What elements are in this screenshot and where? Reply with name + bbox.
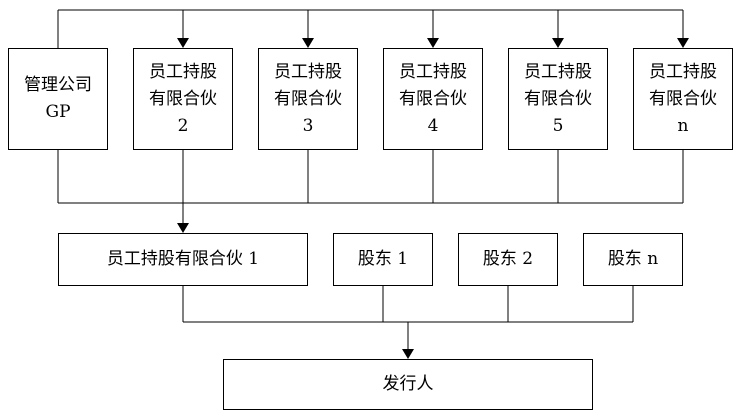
- esop-3-line3: 3: [302, 115, 314, 136]
- esop-3-line2: 有限合伙: [274, 88, 342, 109]
- esop-5-line1: 员工持股: [524, 61, 592, 82]
- esop-n-box: 员工持股 有限合伙 n: [633, 48, 733, 150]
- gp-line1: 管理公司: [24, 75, 92, 95]
- shareholder-2-box: 股东 2: [458, 233, 558, 286]
- shareholder-n-box: 股东 n: [583, 233, 683, 286]
- esop-2-line2: 有限合伙: [149, 88, 217, 109]
- esop-4-line3: 4: [427, 115, 439, 136]
- esop-5-line2: 有限合伙: [524, 88, 592, 109]
- esop-3-line1: 员工持股: [274, 61, 342, 82]
- esop-5-line3: 5: [552, 115, 564, 136]
- shareholder-1-label: 股东 1: [357, 249, 409, 269]
- esop-1-label: 员工持股有限合伙 1: [106, 249, 260, 269]
- esop-n-line1: 员工持股: [649, 61, 717, 82]
- esop-2-line3: 2: [177, 115, 189, 136]
- esop-5-box: 员工持股 有限合伙 5: [508, 48, 608, 150]
- esop-3-box: 员工持股 有限合伙 3: [258, 48, 358, 150]
- gp-box: 管理公司 GP: [8, 48, 108, 150]
- issuer-box: 发行人: [223, 359, 593, 410]
- esop-1-box: 员工持股有限合伙 1: [58, 233, 308, 286]
- shareholder-n-label: 股东 n: [607, 249, 659, 269]
- esop-n-line2: 有限合伙: [649, 88, 717, 109]
- esop-2-box: 员工持股 有限合伙 2: [133, 48, 233, 150]
- esop-n-line3: n: [677, 115, 689, 136]
- esop-4-line1: 员工持股: [399, 61, 467, 82]
- shareholder-2-label: 股东 2: [482, 249, 534, 269]
- esop-4-box: 员工持股 有限合伙 4: [383, 48, 483, 150]
- esop-4-line2: 有限合伙: [399, 88, 467, 109]
- shareholder-1-box: 股东 1: [333, 233, 433, 286]
- esop-2-line1: 员工持股: [149, 61, 217, 82]
- issuer-label: 发行人: [382, 374, 434, 394]
- gp-line2: GP: [45, 102, 71, 122]
